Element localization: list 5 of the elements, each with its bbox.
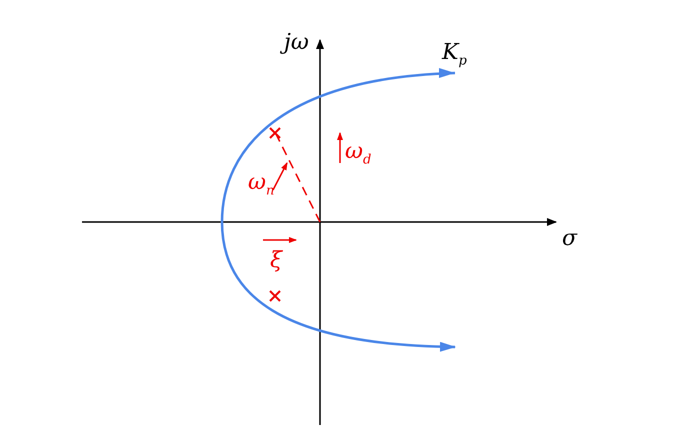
axis-label: σ [562, 228, 578, 250]
parameter-label: ω$_{n}$ [248, 172, 274, 198]
parameter-label: ω$_{d}$ [345, 141, 372, 166]
parameter-label: ξ [270, 250, 282, 272]
curve-label: K$_{p}$ [442, 42, 467, 68]
